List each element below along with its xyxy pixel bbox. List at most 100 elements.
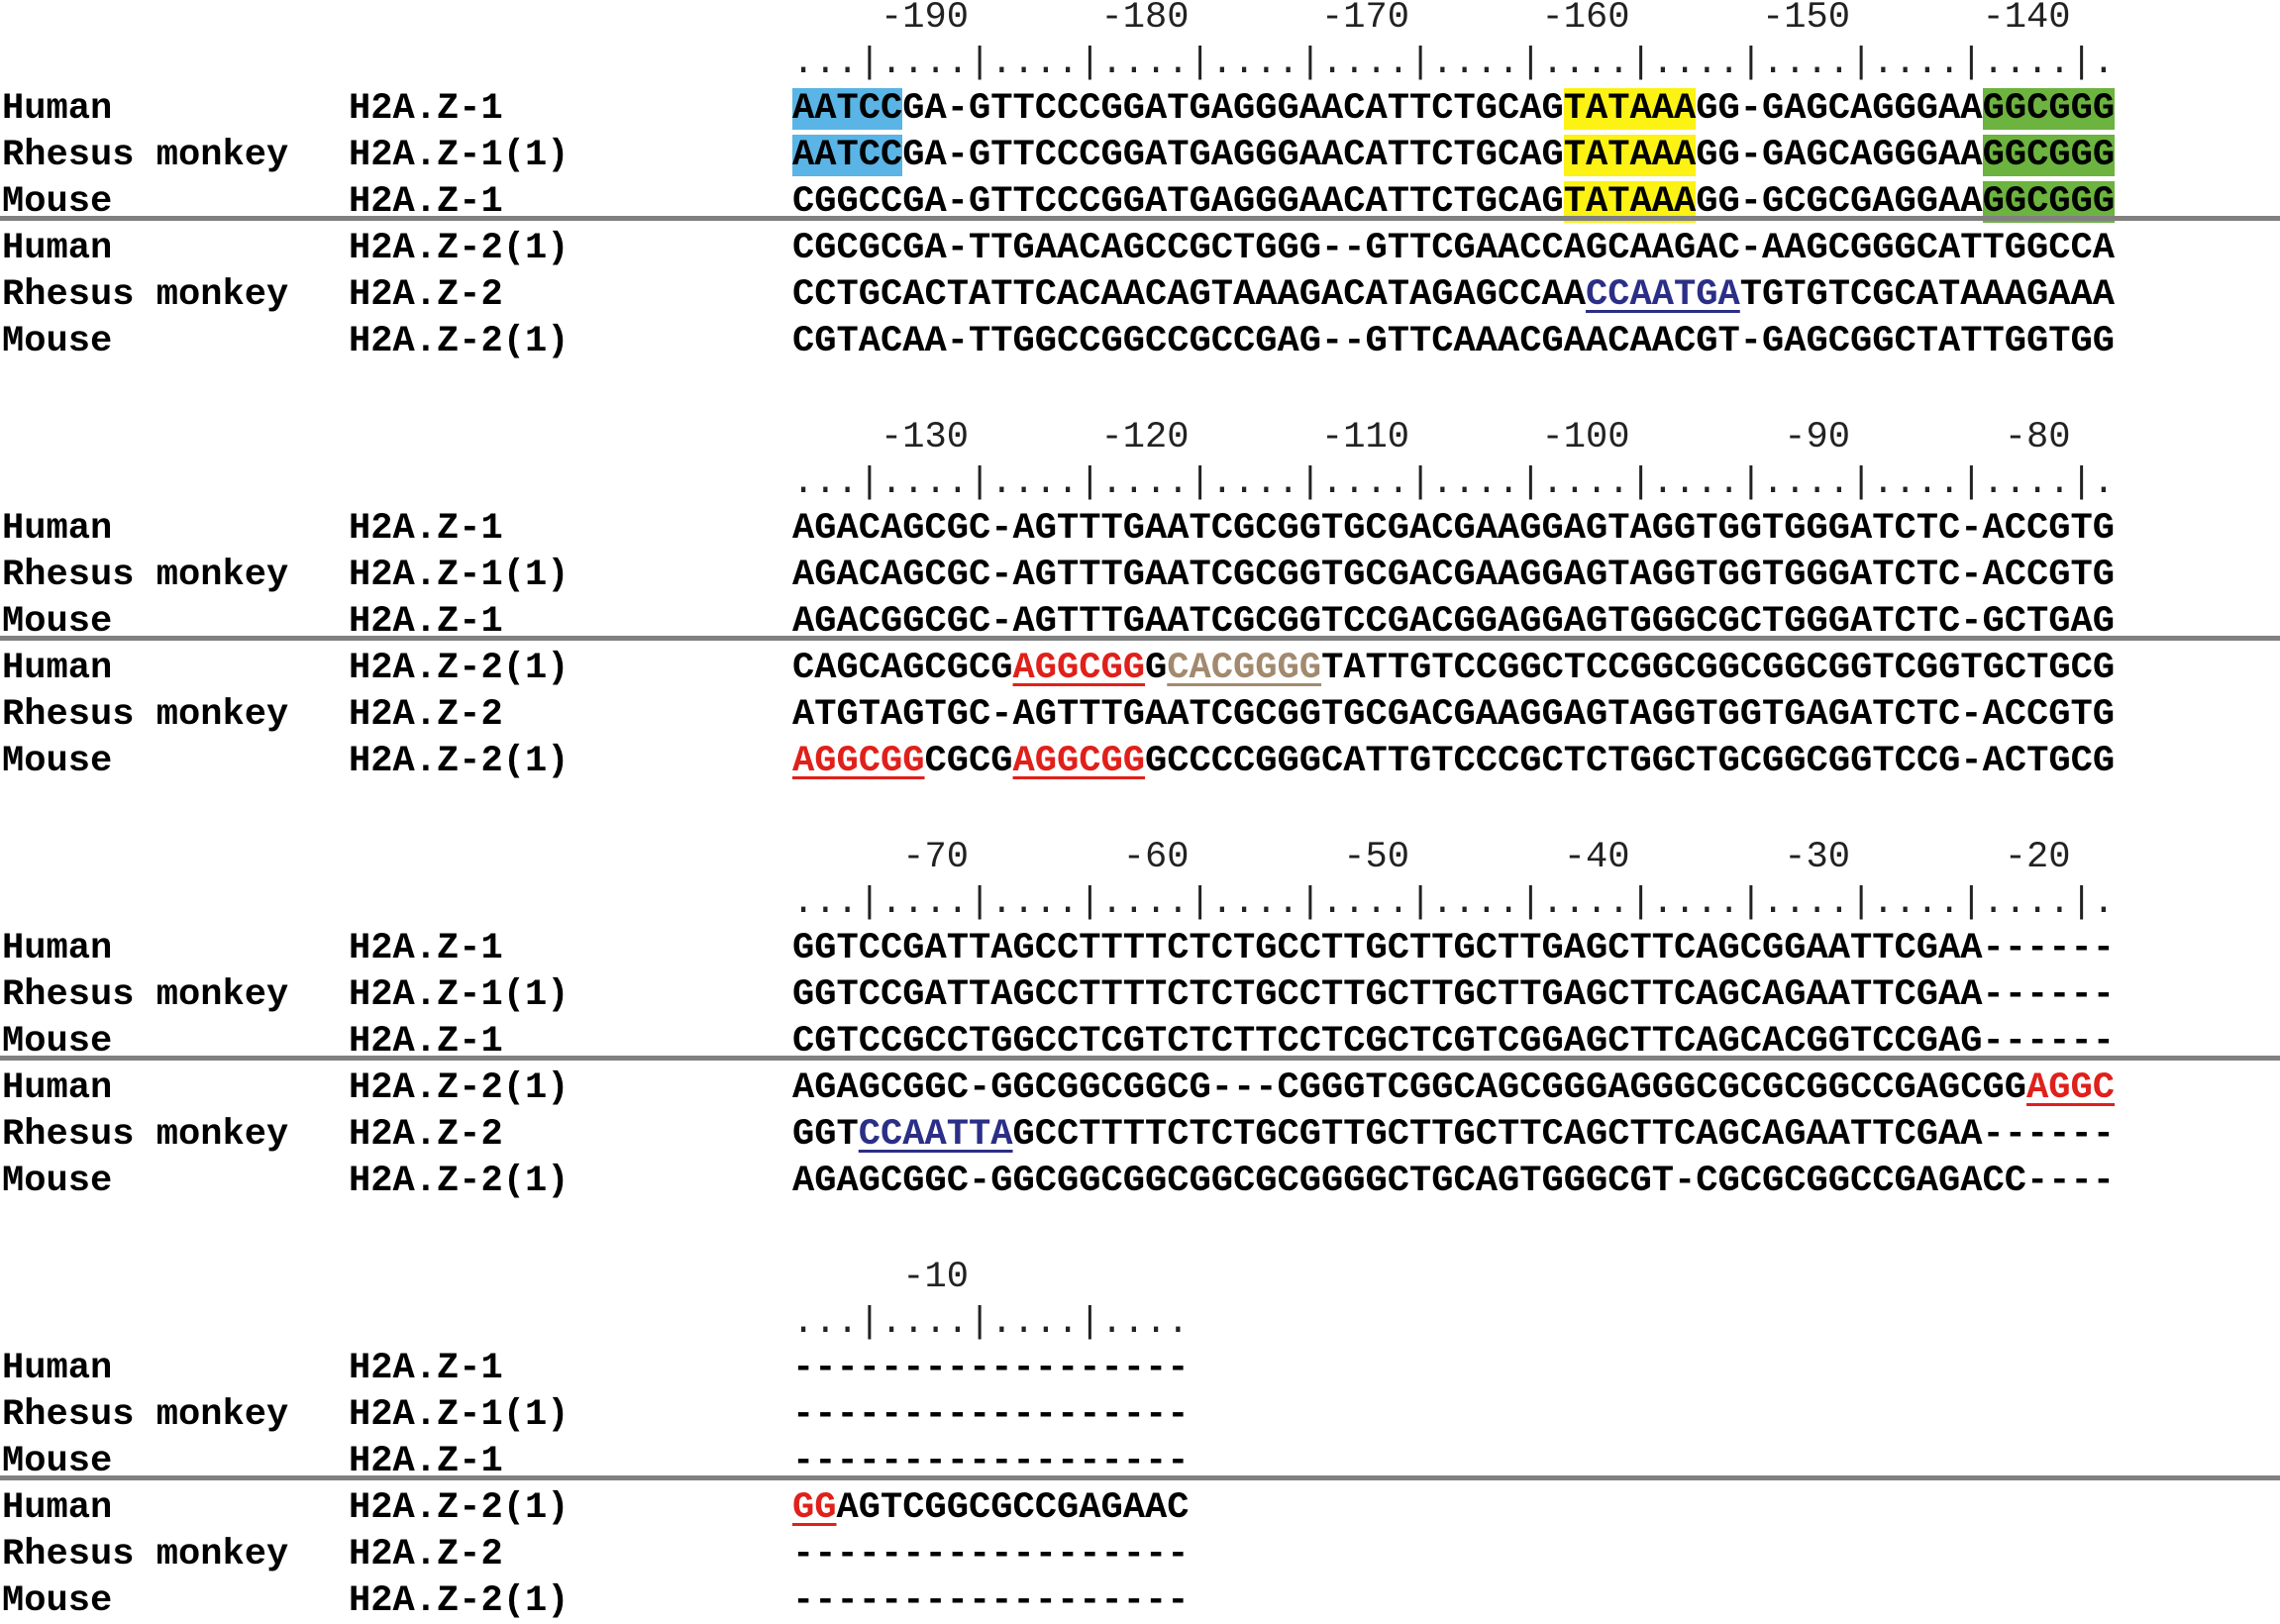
underlined-motif: CCAATGA [1586, 274, 1740, 316]
gene-label: H2A.Z-2(1) [349, 1161, 570, 1202]
sequence-segment: CAGCAGCGCG [792, 648, 1013, 689]
sequence-segment: AGACAGCGC-AGTTTGAATCGCGGTGCGACGAAGGAGTAG… [792, 508, 2116, 550]
ruler-tick-marks: ...|....|....|....|....|....|....|....|.… [792, 882, 2116, 924]
sequence-line: ------------------ [792, 1535, 1190, 1574]
sequence-segment: ------------------ [792, 1580, 1190, 1622]
sequence-line: CCTGCACTATTCACAACAGTAAAGACATAGAGCCAACCAA… [792, 275, 2115, 315]
species-label: Mouse [2, 1441, 113, 1482]
sequence-line: GGAGTCGGCGCCGAGAAC [792, 1488, 1190, 1528]
species-label: Mouse [2, 321, 113, 362]
sequence-line: AGAGCGGC-GGCGGCGGCG---CGGGTCGGCAGCGGGAGG… [792, 1068, 2115, 1108]
sequence-line: AGACAGCGC-AGTTTGAATCGCGGTGCGACGAAGGAGTAG… [792, 509, 2115, 549]
species-label: Human [2, 508, 113, 550]
species-label: Rhesus monkey [2, 135, 289, 176]
species-label: Rhesus monkey [2, 274, 289, 316]
group-divider [0, 216, 2280, 221]
gene-label: H2A.Z-2 [349, 1534, 503, 1575]
gene-label: H2A.Z-2(1) [349, 648, 570, 689]
sequence-segment: CGCGCGA-TTGAACAGCCGCTGGG--GTTCGAACCAGCAA… [792, 228, 2116, 269]
gene-label: H2A.Z-1 [349, 88, 503, 130]
sequence-line: AGGCGGCGCGAGGCGGGCCCCGGGCATTGTCCCGCTCTGG… [792, 742, 2115, 781]
gene-label: H2A.Z-2 [349, 694, 503, 736]
sequence-line: CGTCCGCCTGGCCTCGTCTCTTCCTCGCTCGTCGGAGCTT… [792, 1022, 2115, 1062]
sequence-line: GGTCCGATTAGCCTTTTCTCTGCCTTGCTTGCTTGAGCTT… [792, 975, 2115, 1015]
underlined-motif: CCAATTA [858, 1114, 1013, 1156]
gene-label: H2A.Z-2(1) [349, 1580, 570, 1622]
alignment-row: Human H2A.Z-1 AGACAGCGC-AGTTTGAATCGCGGTGCG… [0, 505, 2280, 552]
sequence-segment: GA-GTTCCCGGATGAGGGAACATTCTGCAG [902, 135, 1564, 176]
ruler-position-numbers: -10 [792, 1257, 970, 1298]
species-label: Rhesus monkey [2, 974, 289, 1016]
ruler-position-numbers: -70 -60 -50 -40 -30 -20 [792, 837, 2071, 878]
highlighted-motif: GGCGGG [1982, 88, 2116, 130]
sequence-segment: CGTCCGCCTGGCCTCGTCTCTTCCTCGCTCGTCGGAGCTT… [792, 1021, 2116, 1063]
sequence-segment: GA-GTTCCCGGATGAGGGAACATTCTGCAG [902, 88, 1564, 130]
group-divider [0, 1056, 2280, 1061]
sequence-segment: ------------------ [792, 1441, 1190, 1482]
alignment-row: Rhesus monkey H2A.Z-2 ------------------ [0, 1531, 2280, 1577]
sequence-segment: AGAGCGGC-GGCGGCGGCG---CGGGTCGGCAGCGGGAGG… [792, 1067, 2027, 1109]
sequence-segment: ATGTAGTGC-AGTTTGAATCGCGGTGCGACGAAGGAGTAG… [792, 694, 2116, 736]
species-label: Mouse [2, 1580, 113, 1622]
sequence-segment: ------------------ [792, 1534, 1190, 1575]
sequence-segment: GG-GCGCGAGGAA [1696, 181, 1983, 223]
species-label: Mouse [2, 601, 113, 643]
sequence-segment: GCCCCGGGCATTGTCCCGCTCTGGCTGCGGCGGTCCG-AC… [1145, 741, 2116, 782]
species-label: Rhesus monkey [2, 1534, 289, 1575]
sequence-line: ------------------ [792, 1395, 1190, 1435]
sequence-line: ------------------ [792, 1442, 1190, 1481]
sequence-segment: G [1145, 648, 1168, 689]
ruler-position-numbers: -190 -180 -170 -160 -150 -140 [792, 0, 2071, 39]
sequence-segment: GCCTTTTCTCTGCGTTGCTTGCTTCAGCTTCAGCAGAATT… [1012, 1114, 2116, 1156]
gene-label: H2A.Z-2(1) [349, 321, 570, 362]
ruler-tick-marks: ...|....|....|.... [792, 1302, 1190, 1344]
species-label: Rhesus monkey [2, 1114, 289, 1156]
underlined-motif: AGGCGG [1012, 648, 1146, 689]
sequence-line: ------------------ [792, 1581, 1190, 1621]
species-label: Human [2, 1487, 113, 1529]
species-label: Human [2, 928, 113, 969]
alignment-row: Mouse H2A.Z-2(1) ------------------ [0, 1577, 2280, 1624]
species-label: Human [2, 1067, 113, 1109]
sequence-segment: CGGCCGA-GTTCCCGGATGAGGGAACATTCTGCAG [792, 181, 1564, 223]
gene-label: H2A.Z-1 [349, 508, 503, 550]
sequence-line: GGTCCAATTAGCCTTTTCTCTGCGTTGCTTGCTTCAGCTT… [792, 1115, 2115, 1155]
sequence-line: CAGCAGCGCGAGGCGGGCACGGGGTATTGTCCGGCTCCGG… [792, 649, 2115, 688]
sequence-line: CGTACAA-TTGGCCGGCCGCCGAG--GTTCAAACGAACAA… [792, 322, 2115, 361]
sequence-segment: AGAGCGGC-GGCGGCGGCGGCGCGGGGCTGCAGTGGGCGT… [792, 1161, 2116, 1202]
highlighted-motif: AATCC [792, 135, 903, 176]
gene-label: H2A.Z-2(1) [349, 741, 570, 782]
species-label: Mouse [2, 1021, 113, 1063]
sequence-line: CGCGCGA-TTGAACAGCCGCTGGG--GTTCGAACCAGCAA… [792, 229, 2115, 268]
gene-label: H2A.Z-1 [349, 1348, 503, 1389]
sequence-line: AGAGCGGC-GGCGGCGGCGGCGCGGGGCTGCAGTGGGCGT… [792, 1162, 2115, 1201]
ruler-tick-marks: ...|....|....|....|....|....|....|....|.… [792, 462, 2116, 504]
sequence-segment: ------------------ [792, 1348, 1190, 1389]
sequence-segment: CGTACAA-TTGGCCGGCCGCCGAG--GTTCAAACGAACAA… [792, 321, 2116, 362]
sequence-segment: ------------------ [792, 1394, 1190, 1436]
sequence-segment: TGTGTCGCATAAAGAAA [1739, 274, 2116, 316]
sequence-segment: GG-GAGCAGGGAA [1696, 88, 1983, 130]
gene-label: H2A.Z-2(1) [349, 1487, 570, 1529]
highlighted-motif: TATAAA [1563, 135, 1697, 176]
gene-label: H2A.Z-1 [349, 1441, 503, 1482]
sequence-line: AATCCGA-GTTCCCGGATGAGGGAACATTCTGCAGTATAA… [792, 88, 2116, 130]
alignment-row: Mouse H2A.Z-1 ------------------ [0, 1438, 2280, 1484]
gene-label: H2A.Z-1 [349, 181, 503, 223]
sequence-line: ATGTAGTGC-AGTTTGAATCGCGGTGCGACGAAGGAGTAG… [792, 695, 2115, 735]
alignment-row: Human H2A.Z-2(1) GGAGTCGGCGCCGAGAAC [0, 1484, 2280, 1531]
